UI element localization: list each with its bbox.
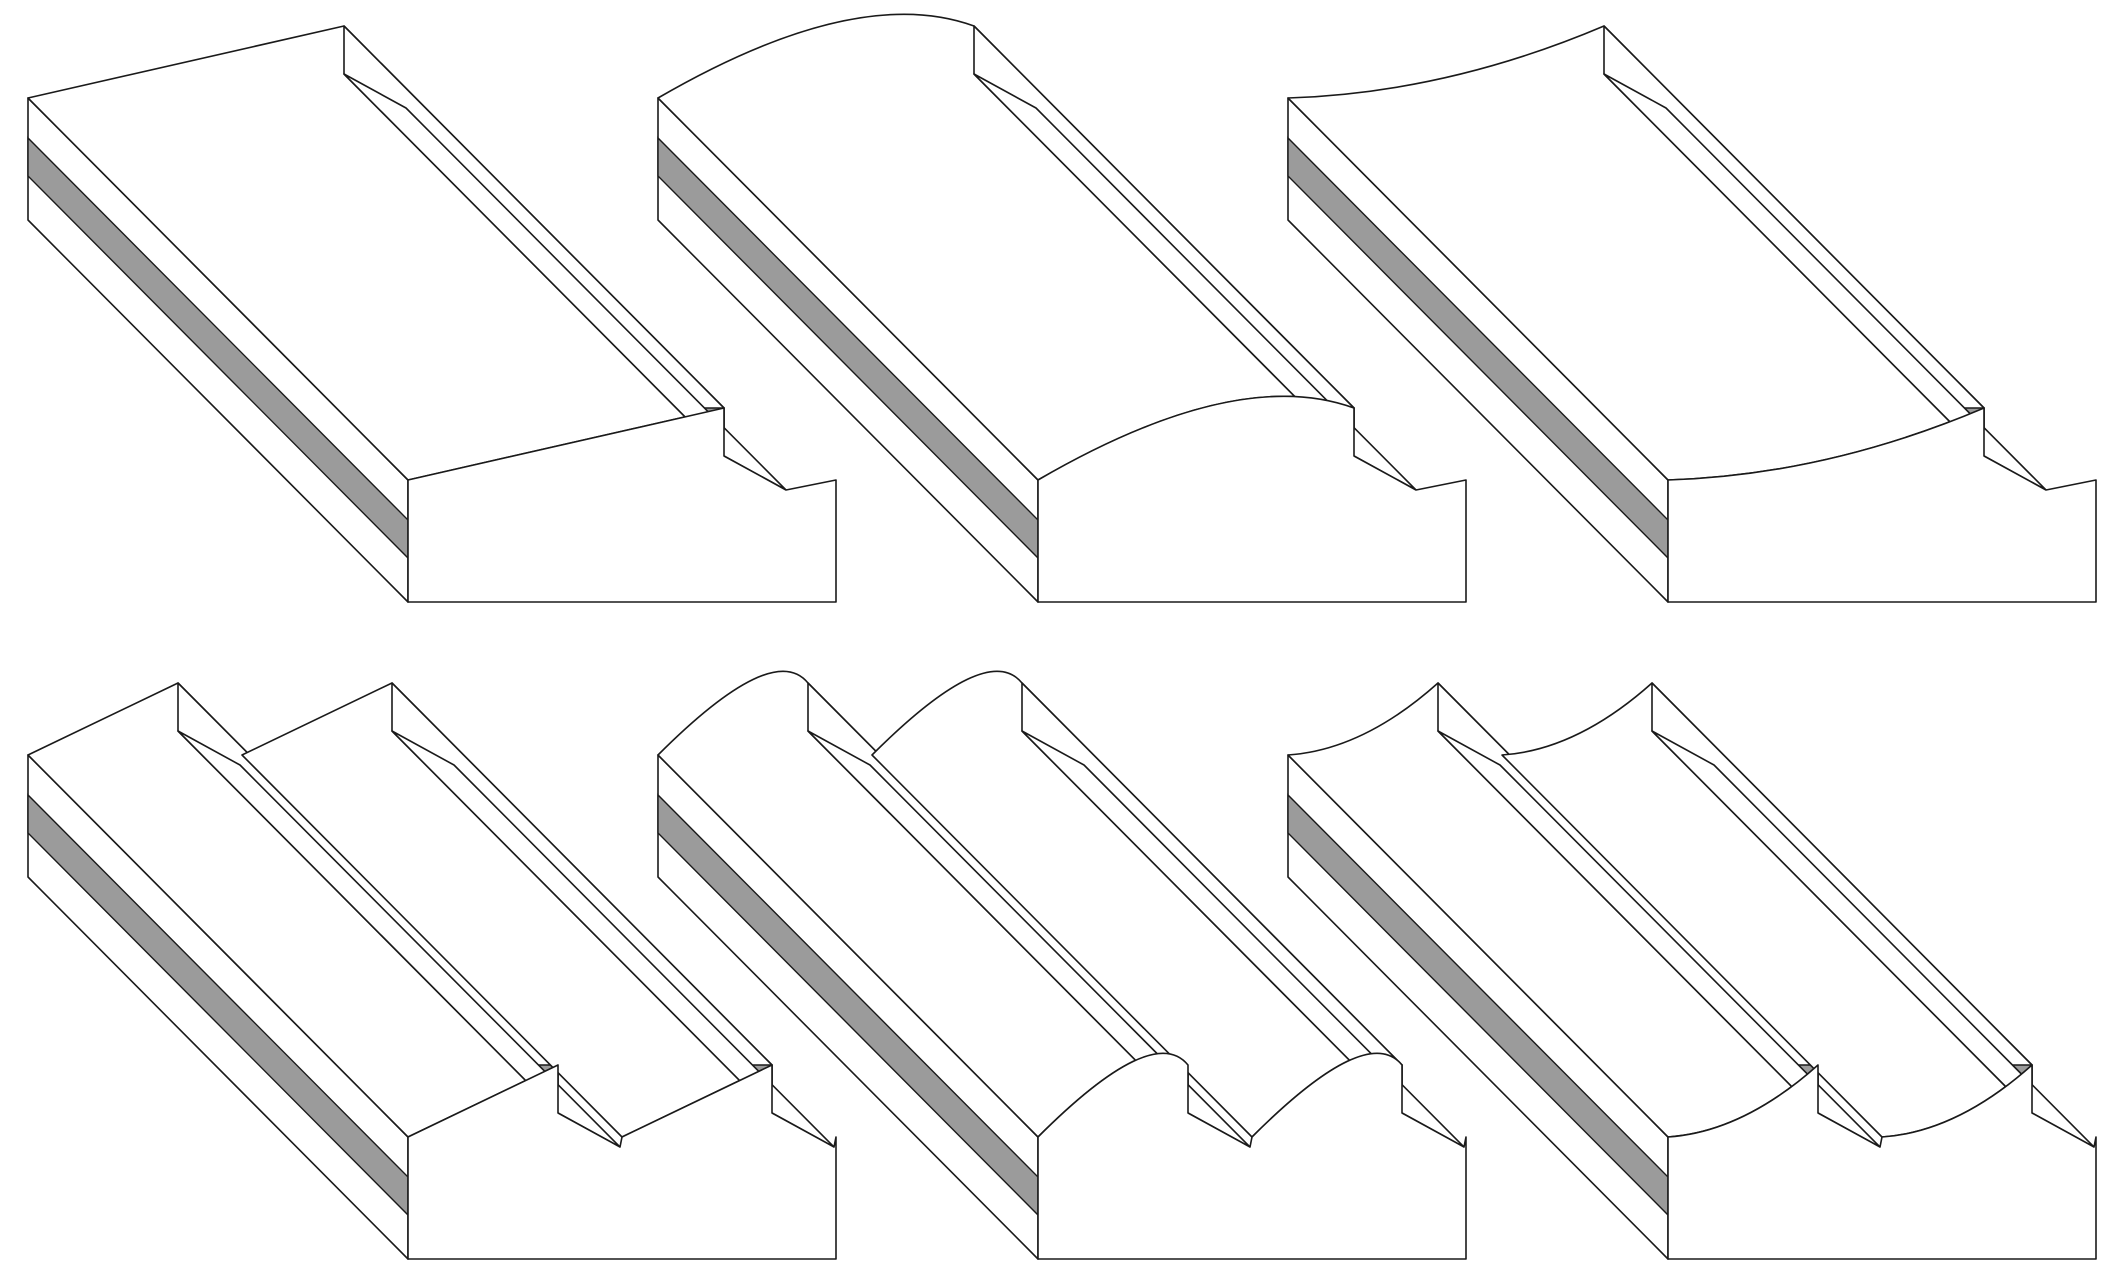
panel-concave-top-double-groove (1287, 682, 2097, 1260)
front-face (1037, 1052, 1467, 1260)
front-face (1037, 395, 1467, 603)
front-face (1667, 1064, 2097, 1260)
front-face (407, 407, 837, 603)
panel-convex-top-single-groove (657, 13, 1467, 603)
front-face (1667, 407, 2097, 603)
panel-convex-top-double-groove (657, 670, 1467, 1260)
front-face (407, 1064, 837, 1260)
panel-concave-top-single-groove (1287, 25, 2097, 603)
panel-flat-top-single-groove (27, 25, 837, 603)
panel-flat-top-double-groove (27, 682, 837, 1260)
